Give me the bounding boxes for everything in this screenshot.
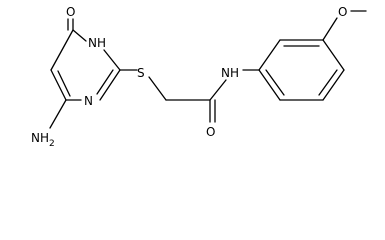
atom-label-sulfur: S xyxy=(137,66,145,80)
molecule-structure-drawing: O NH N S NH2 O NH O xyxy=(31,5,367,149)
atom-label-ring-nitrogen: N xyxy=(84,94,93,108)
atom-label-amino: NH2 xyxy=(31,131,55,149)
atom-label-amino-nh: NH xyxy=(31,131,49,145)
bond-camide-nh xyxy=(209,79,227,101)
bond-c5-c4-inner xyxy=(57,70,71,97)
bond-ph6-ph1-inner xyxy=(265,69,285,96)
bond-ph3-ph4 xyxy=(322,39,345,71)
bond-c5-c4 xyxy=(50,69,67,101)
bond-c2-n1 xyxy=(103,49,121,71)
bond-ph4-ph5-inner xyxy=(318,69,338,96)
bond-ph3-o xyxy=(322,17,338,41)
atom-label-amide-oxygen: O xyxy=(206,125,215,139)
bond-s-ch2 xyxy=(148,76,167,101)
bond-n1-c6 xyxy=(72,29,87,42)
bond-c4-nh2 xyxy=(49,99,67,129)
bond-ph6-ph1 xyxy=(258,69,281,101)
bond-n3-c2-inner xyxy=(96,69,114,95)
atom-label-amino-subscript: 2 xyxy=(49,139,55,149)
bond-ph1-ph2 xyxy=(258,39,281,71)
atom-label-methoxy-oxygen: O xyxy=(338,5,347,19)
atom-label-ring-nh: NH xyxy=(88,36,106,50)
bond-n3-c2 xyxy=(99,69,121,101)
bond-ph4-ph5 xyxy=(322,69,345,101)
atom-label-amide-nh: NH xyxy=(221,66,239,80)
bond-c6-c5 xyxy=(50,29,74,71)
atom-label-ring-oxygen: O xyxy=(66,5,75,19)
